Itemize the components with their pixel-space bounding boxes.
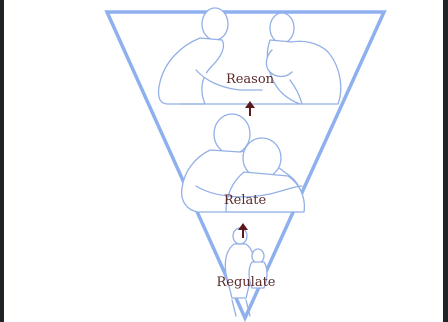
arrow-relate-to-reason: [245, 101, 255, 116]
level-label-reason: Reason: [226, 72, 275, 87]
level-label-relate: Relate: [224, 193, 267, 208]
reason-figures-illustration: [159, 8, 341, 104]
level-label-regulate: Regulate: [216, 275, 275, 290]
regulate-figures-illustration: [225, 228, 267, 316]
